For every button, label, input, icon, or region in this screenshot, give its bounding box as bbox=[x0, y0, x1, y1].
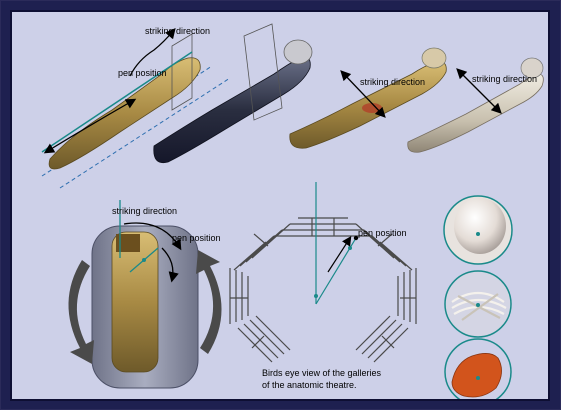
rotating-mummy-view: striking direction pen position bbox=[68, 200, 221, 388]
label-striking-direction-3: striking direction bbox=[472, 74, 537, 84]
anatomic-theatre-plan bbox=[230, 218, 416, 362]
label-striking-direction-2: striking direction bbox=[360, 77, 425, 87]
figure-panel: striking direction pen position striking… bbox=[10, 10, 550, 401]
mummy-3: striking direction bbox=[290, 48, 446, 148]
label-striking-direction-4: striking direction bbox=[112, 206, 177, 216]
skull-icon bbox=[454, 198, 506, 254]
theatre-pen-markers: pen position bbox=[314, 182, 407, 304]
ribcage-circle bbox=[445, 271, 511, 337]
label-striking-direction-1: striking direction bbox=[145, 26, 210, 36]
caption-line-1: Birds eye view of the galleries bbox=[262, 368, 382, 378]
figure-canvas: striking direction pen position striking… bbox=[12, 12, 548, 399]
rotate-arrow-icon bbox=[68, 260, 94, 364]
label-pen-position-3: pen position bbox=[358, 228, 407, 238]
mummy-1: striking direction pen position bbox=[42, 26, 230, 188]
skull-circle bbox=[444, 196, 512, 264]
pelvis-circle bbox=[445, 339, 511, 399]
rotate-arrow-icon bbox=[196, 250, 222, 354]
caption-line-2: of the anatomic theatre. bbox=[262, 380, 357, 390]
label-pen-position-2: pen position bbox=[172, 233, 221, 243]
label-pen-position-1: pen position bbox=[118, 68, 167, 78]
